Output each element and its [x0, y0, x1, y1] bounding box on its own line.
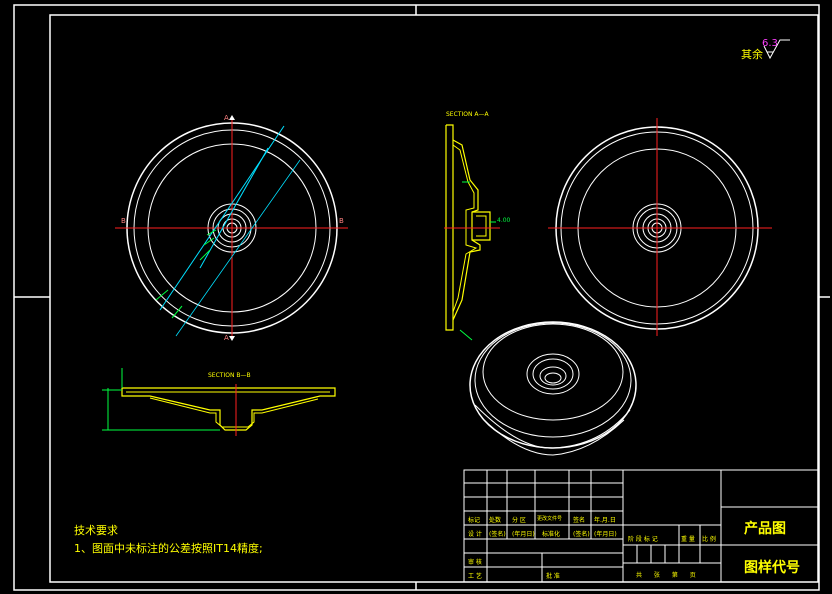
tb-r1c3: 分 区 [512, 517, 526, 524]
tb-r2c6: (年月日) [594, 531, 617, 538]
section-aa-dim: 4.00 [497, 217, 511, 224]
tech-req-heading: 技术要求 [74, 524, 118, 537]
view-label-a-bottom: A [224, 334, 229, 342]
tb-scale-header: 比 例 [702, 536, 716, 543]
view-label-b-left: B [121, 217, 126, 225]
tb-review: 审 核 [468, 559, 482, 566]
tb-r1c2: 处数 [489, 517, 502, 524]
tb-stage-header: 阶 段 标 记 [628, 536, 658, 543]
tb-r2c5: (签名) [573, 531, 590, 538]
view-label-b-right: B [339, 217, 344, 225]
roughness-label: 其余 [741, 48, 763, 61]
leader-line-2 [199, 147, 269, 269]
outer-frame [13, 4, 820, 591]
section-b-b [102, 368, 336, 436]
tech-req-item1: 1、图面中未标注的公差按照IT14精度; [74, 542, 263, 555]
tb-r1c1: 标记 [468, 517, 481, 524]
tb-r2c3: (年月日) [512, 531, 535, 538]
tb-r2c2: (签名) [489, 531, 506, 538]
view-label-a-top: A [224, 114, 229, 122]
leader-line-3 [175, 159, 301, 337]
tb-r1c4: 更改文件号 [537, 516, 563, 522]
title-block-lines [463, 469, 819, 583]
tb-sheet-info: 共 张 第 页 [636, 572, 696, 579]
tb-r1c6: 年.月.日 [594, 517, 616, 524]
tb-product-name: 产品图 [744, 521, 786, 537]
tb-r2c1: 设 计 [468, 531, 482, 538]
tb-r1c5: 签名 [573, 517, 586, 524]
front-view [115, 115, 348, 341]
tb-r2c4: 标准化 [542, 531, 561, 538]
section-aa-title: SECTION A—A [446, 111, 489, 118]
isometric-view [469, 321, 637, 456]
tb-process: 工 艺 [468, 573, 482, 580]
roughness-value: 6.3 [762, 38, 778, 49]
tb-weight-header: 重 量 [681, 536, 695, 543]
section-bb-title: SECTION B—B [208, 372, 251, 379]
tb-drawing-code: 图样代号 [744, 560, 800, 576]
inner-frame [49, 14, 819, 583]
section-a-a [444, 124, 500, 341]
right-view [548, 118, 772, 336]
tb-approve: 批 准 [546, 573, 560, 580]
roughness-symbol [763, 39, 790, 60]
